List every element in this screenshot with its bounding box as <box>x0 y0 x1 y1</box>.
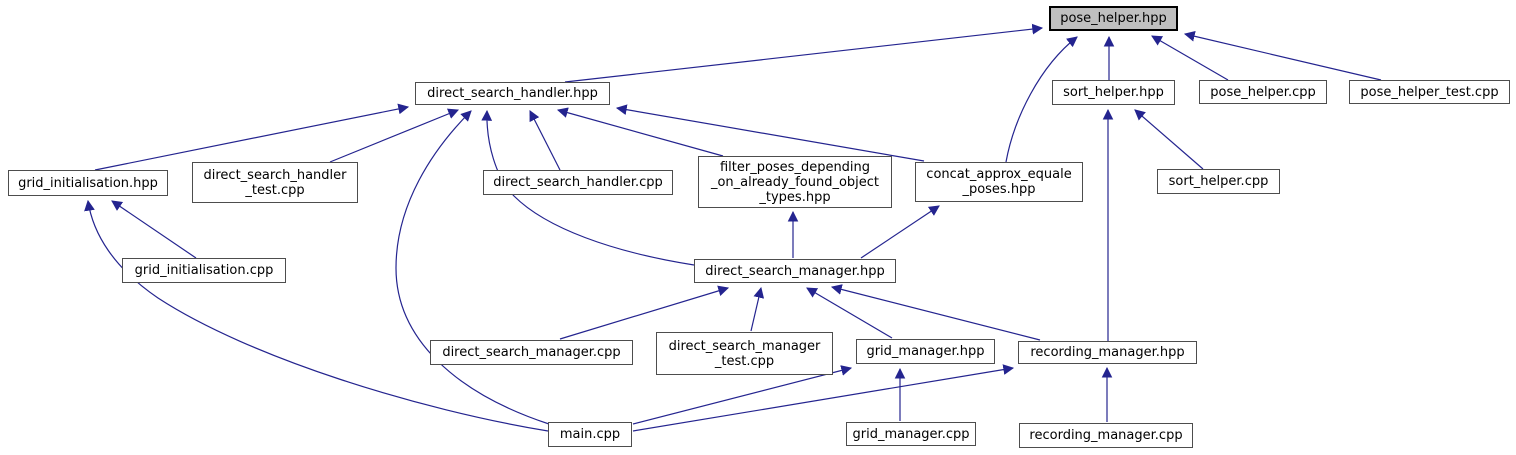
node-pose_helper_cpp[interactable]: pose_helper.cpp <box>1199 80 1327 104</box>
node-label: direct_search_handler.hpp <box>427 86 598 101</box>
edge-direct_search_manager_test_cpp-to-direct_search_manager_hpp <box>750 286 765 332</box>
node-direct_search_handler_hpp[interactable]: direct_search_handler.hpp <box>415 82 610 105</box>
edge-direct_search_handler_cpp-to-direct_search_handler_hpp <box>529 110 561 171</box>
node-label: direct_search_handler.cpp <box>493 175 663 190</box>
node-label: grid_manager.cpp <box>852 426 970 442</box>
node-label: pose_helper.hpp <box>1060 11 1167 26</box>
node-label: sort_helper.cpp <box>1168 174 1269 189</box>
edge-concat_approx_equale_poses_hpp-to-pose_helper_hpp <box>1005 36 1078 163</box>
node-label: _on_already_found_object <box>710 174 880 190</box>
node-concat_approx_equale_poses_hpp[interactable]: concat_approx_equale_poses.hpp <box>915 162 1083 202</box>
node-label: _types.hpp <box>759 189 831 205</box>
edge-grid_initialisation_hpp-to-direct_search_handler_hpp <box>94 103 410 171</box>
node-label: concat_approx_equale <box>926 167 1072 182</box>
edge-main_cpp-to-recording_manager_hpp <box>632 364 1015 432</box>
edge-grid_initialisation_cpp-to-grid_initialisation_hpp <box>111 200 197 259</box>
node-label: grid_manager.hpp <box>866 344 985 359</box>
node-grid_initialisation_cpp[interactable]: grid_initialisation.cpp <box>122 258 286 283</box>
node-sort_helper_hpp[interactable]: sort_helper.hpp <box>1052 80 1175 105</box>
node-sort_helper_cpp[interactable]: sort_helper.cpp <box>1157 169 1280 194</box>
edge-direct_search_handler_test_cpp-to-direct_search_handler_hpp <box>329 108 460 163</box>
node-direct_search_manager_test_cpp[interactable]: direct_search_manager_test.cpp <box>656 332 833 375</box>
node-direct_search_handler_cpp[interactable]: direct_search_handler.cpp <box>483 170 673 195</box>
edge-concat_approx_equale_poses_hpp-to-direct_search_handler_hpp <box>615 104 925 162</box>
node-label: direct_search_manager <box>668 338 821 354</box>
node-direct_search_handler_test_cpp[interactable]: direct_search_handler_test.cpp <box>192 162 358 203</box>
node-main_cpp[interactable]: main.cpp <box>548 422 632 447</box>
node-label: direct_search_manager.hpp <box>705 263 885 279</box>
edge-pose_helper_cpp-to-pose_helper_hpp <box>1151 35 1229 81</box>
node-grid_initialisation_hpp[interactable]: grid_initialisation.hpp <box>8 170 168 196</box>
edge-recording_manager_hpp-to-direct_search_manager_hpp <box>830 284 1041 341</box>
node-label: filter_poses_depending <box>719 159 871 175</box>
edge-sort_helper_cpp-to-sort_helper_hpp <box>1134 109 1204 170</box>
node-label: grid_initialisation.cpp <box>134 263 274 278</box>
node-label: pose_helper_test.cpp <box>1360 84 1499 100</box>
node-label: direct_search_manager.cpp <box>442 345 621 360</box>
edge-filter_poses_hpp-to-direct_search_handler_hpp <box>556 107 724 157</box>
edge-direct_search_manager_hpp-to-direct_search_handler_hpp <box>481 109 695 266</box>
node-label: sort_helper.hpp <box>1063 85 1164 100</box>
edge-main_cpp-to-direct_search_handler_hpp <box>395 110 550 425</box>
node-label: recording_manager.hpp <box>1030 345 1185 360</box>
node-pose_helper_test_cpp[interactable]: pose_helper_test.cpp <box>1349 80 1510 104</box>
node-label: pose_helper.cpp <box>1210 84 1316 100</box>
node-direct_search_manager_cpp[interactable]: direct_search_manager.cpp <box>430 340 633 365</box>
edge-main_cpp-to-grid_initialisation_hpp <box>84 199 549 432</box>
edge-direct_search_manager_cpp-to-direct_search_manager_hpp <box>559 285 730 340</box>
node-pose_helper_hpp[interactable]: pose_helper.hpp <box>1049 6 1178 31</box>
node-grid_manager_cpp[interactable]: grid_manager.cpp <box>846 422 976 446</box>
node-label: main.cpp <box>559 427 621 442</box>
node-label: grid_initialisation.hpp <box>18 175 158 191</box>
edge-direct_search_manager_hpp-to-concat_approx_equale_poses_hpp <box>860 205 940 259</box>
node-label: _test.cpp <box>245 182 305 198</box>
edge-direct_search_handler_hpp-to-pose_helper_hpp <box>564 23 1044 83</box>
edge-pose_helper_test_cpp-to-pose_helper_hpp <box>1183 30 1382 81</box>
node-filter_poses_hpp[interactable]: filter_poses_depending_on_already_found_… <box>698 156 892 208</box>
node-label: _test.cpp <box>714 353 775 369</box>
node-grid_manager_hpp[interactable]: grid_manager.hpp <box>856 339 995 364</box>
node-label: recording_manager.cpp <box>1029 428 1183 443</box>
node-label: direct_search_handler <box>203 167 347 183</box>
node-recording_manager_cpp[interactable]: recording_manager.cpp <box>1019 423 1193 448</box>
node-label: _poses.hpp <box>962 182 1036 197</box>
node-direct_search_manager_hpp[interactable]: direct_search_manager.hpp <box>694 259 896 283</box>
edge-grid_manager_hpp-to-direct_search_manager_hpp <box>806 287 893 339</box>
edge-main_cpp-to-grid_manager_hpp <box>632 365 853 425</box>
node-recording_manager_hpp[interactable]: recording_manager.hpp <box>1018 341 1197 364</box>
